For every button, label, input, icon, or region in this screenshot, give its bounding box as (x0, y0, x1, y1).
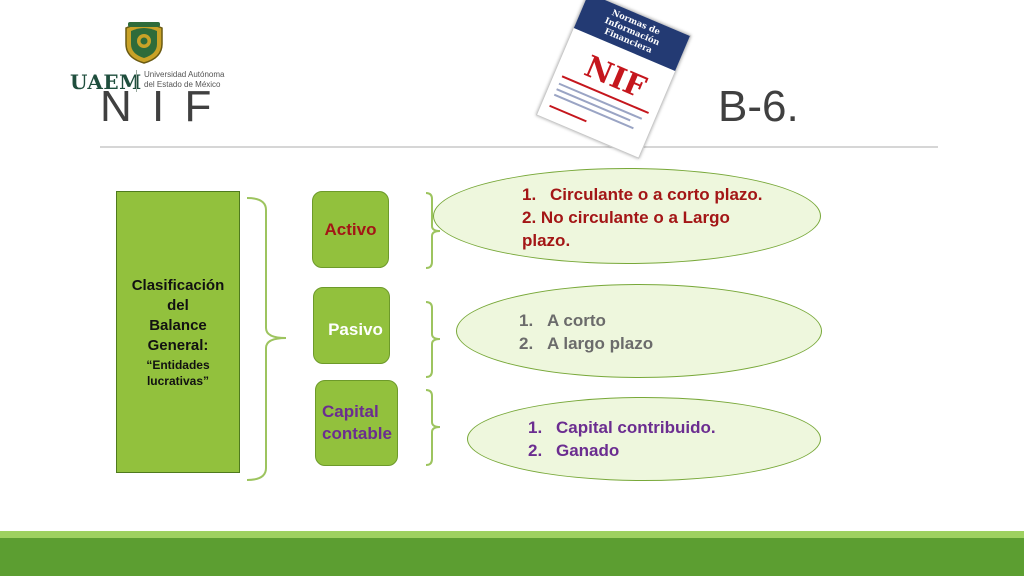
university-name: Universidad Autónoma del Estado de Méxic… (144, 70, 225, 89)
main-bracket (246, 197, 287, 481)
item-number: 1. (519, 311, 534, 330)
root-title: Clasificación del Balance General: (131, 276, 225, 354)
item-text: No circulante o a Largo plazo. (522, 208, 730, 250)
category-pasivo: Pasivo (313, 287, 390, 364)
activo-bracket (425, 192, 441, 269)
root-subtitle: “Entidades lucrativas” (146, 357, 210, 388)
list-item: 2. No circulante o a Largo plazo. (522, 206, 772, 252)
slide-code: B-6. (718, 82, 799, 131)
category-label: Capital contable (322, 402, 392, 443)
slide-title: N I F (100, 82, 216, 131)
item-text: Circulante o a corto plazo. (550, 185, 763, 204)
logo-separator (136, 70, 137, 92)
footer-accent-bar (0, 531, 1024, 538)
crest-icon (125, 22, 163, 64)
category-label: Activo (324, 219, 377, 239)
list-item: 1. A corto (519, 309, 779, 332)
item-number: 2. (528, 441, 543, 460)
item-text: A largo plazo (547, 334, 654, 353)
item-text: Ganado (556, 441, 620, 460)
category-label: Pasivo (328, 319, 383, 339)
activo-detail-oval: 1. Circulante o a corto plazo. 2. No circ… (433, 168, 821, 264)
capital-detail-oval: 1. Capital contribuido. 2. Ganado (467, 397, 821, 481)
category-capital-contable: Capital contable (315, 380, 398, 466)
list-item: 1. Capital contribuido. (528, 416, 788, 439)
balance-classification-box: Clasificación del Balance General: “Enti… (116, 191, 240, 473)
item-number: 1. (522, 185, 537, 204)
uaem-logo: UAEM Universidad Autónoma del Estado de … (70, 20, 230, 100)
list-item: 1. Circulante o a corto plazo. (522, 183, 772, 206)
item-number: 1. (528, 418, 543, 437)
uaem-wordmark: UAEM (70, 70, 142, 94)
pasivo-detail-oval: 1. A corto 2. A largo plazo (456, 284, 822, 378)
item-number: 2. (522, 208, 537, 227)
item-text: Capital contribuido. (556, 418, 716, 437)
list-item: 2. Ganado (528, 439, 788, 462)
title-divider (100, 146, 938, 148)
item-number: 2. (519, 334, 534, 353)
capital-bracket (425, 389, 441, 466)
pasivo-bracket (425, 301, 441, 378)
category-activo: Activo (312, 191, 389, 268)
item-text: A corto (547, 311, 606, 330)
footer-bar (0, 538, 1024, 576)
list-item: 2. A largo plazo (519, 332, 779, 355)
